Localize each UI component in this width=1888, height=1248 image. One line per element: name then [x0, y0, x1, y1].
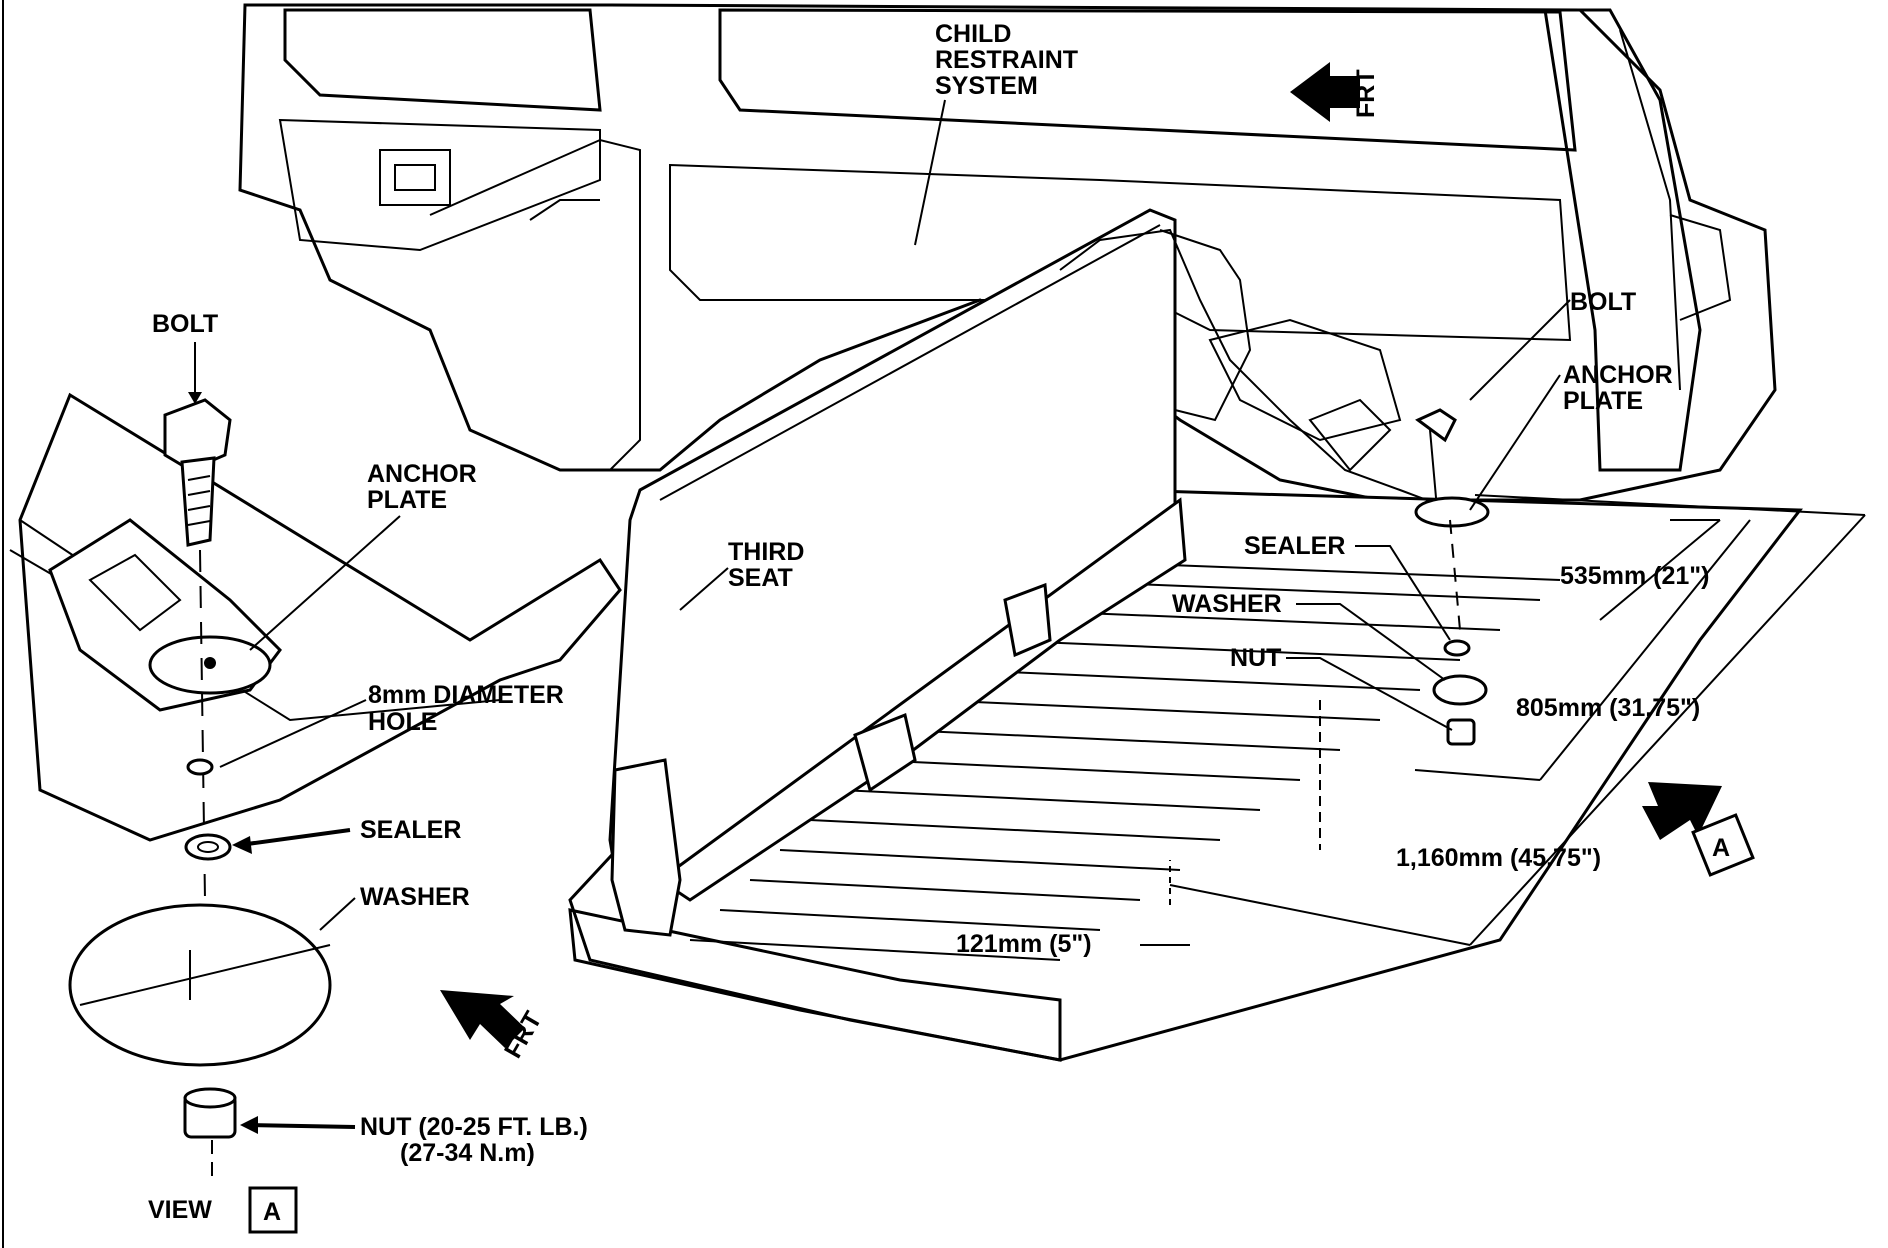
detail-nut [183, 1087, 237, 1139]
third-seat [608, 208, 1252, 937]
view-letter: A [263, 1198, 281, 1226]
vehicle-interior-illustration [238, 3, 1866, 1062]
frt-label-main: FRT [1352, 69, 1380, 118]
nut-label-detail-2: (27-34 N.m) [400, 1139, 535, 1167]
view-a-marker: A [1642, 782, 1755, 877]
washer-label-main: WASHER [1172, 590, 1282, 618]
sealer-label-detail: SEALER [360, 816, 461, 844]
hole-label-2: HOLE [368, 708, 437, 736]
dim-121-label: 121mm (5") [956, 930, 1092, 958]
view-letter-box [248, 1186, 298, 1234]
washer-label-detail: WASHER [360, 883, 470, 911]
floor-ribs [689, 559, 1561, 961]
view-label: VIEW [148, 1196, 212, 1224]
anchor-plate-label-detail-1: ANCHOR [367, 460, 477, 488]
bolt-label-detail: BOLT [152, 310, 218, 338]
third-seat-label-1: THIRD [728, 538, 804, 566]
anchor-plate-label-main-1: ANCHOR [1563, 361, 1673, 389]
hole-label-1: 8mm DIAMETER [368, 681, 564, 709]
nut-label-detail-1: NUT (20-25 FT. LB.) [360, 1113, 588, 1141]
child-restraint-label-3: SYSTEM [935, 72, 1038, 100]
dim-535-label: 535mm (21") [1560, 562, 1709, 590]
floor-anchor-hardware [1414, 408, 1490, 746]
dim-805-label: 805mm (31.75") [1516, 694, 1700, 722]
anchor-plate-label-detail-2: PLATE [367, 486, 447, 514]
frt-arrow-main: FRT [1290, 62, 1380, 122]
child-restraint-label-1: CHILD [935, 20, 1011, 48]
sealer-label-main: SEALER [1244, 532, 1345, 560]
child-restraint-label-2: RESTRAINT [935, 46, 1078, 74]
main-view-labels: CHILD RESTRAINT SYSTEM THIRD SEAT BOLT A… [679, 20, 1709, 958]
third-seat-label-2: SEAT [728, 564, 793, 592]
dim-1160-label: 1,160mm (45.75") [1396, 844, 1601, 872]
frt-arrow-detail: FRT [440, 990, 548, 1063]
detail-view-a: FRT BOLT ANCHOR PLATE 8mm DIAMETER HOLE … [9, 310, 622, 1234]
detail-bolt [163, 398, 232, 547]
view-a-marker-letter: A [1712, 834, 1730, 862]
anchor-plate-label-main-2: PLATE [1563, 387, 1643, 415]
nut-label-main: NUT [1230, 644, 1281, 672]
bolt-label-main: BOLT [1570, 288, 1636, 316]
dimension-lines [1140, 494, 1866, 946]
